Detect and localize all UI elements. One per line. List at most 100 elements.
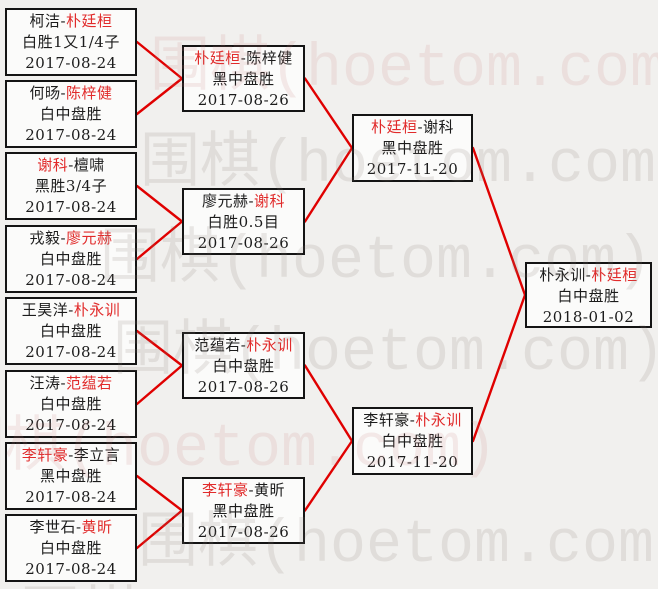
player-name-right: 范蕴若 <box>66 374 113 392</box>
match-result: 白中盘胜 <box>39 395 102 413</box>
match-players: 谢科-檀啸 <box>7 155 135 176</box>
player-name-left: 柯洁 <box>29 12 61 30</box>
match-players: 柯洁-朴廷桓 <box>7 11 135 32</box>
match-players: 李世石-黄昕 <box>7 517 135 538</box>
match-date: 2017-08-24 <box>25 560 117 578</box>
match-result: 黑中盘胜 <box>212 502 275 520</box>
connector-line <box>303 146 354 223</box>
player-name-right: 谢科 <box>423 118 455 136</box>
match-date: 2017-08-26 <box>197 234 290 252</box>
connector-line <box>303 364 354 443</box>
vs-dash: - <box>240 49 247 67</box>
match-date: 2017-08-24 <box>25 126 117 144</box>
vs-dash: - <box>248 192 255 210</box>
player-name-right: 朴永训 <box>246 336 293 354</box>
vs-dash: - <box>60 374 67 392</box>
connector-line <box>135 40 184 80</box>
match-date: 2017-08-26 <box>197 91 290 109</box>
vs-dash: - <box>75 518 82 536</box>
player-name-right: 黄昕 <box>254 481 286 499</box>
match-date: 2017-08-24 <box>25 488 117 506</box>
match-date: 2017-08-24 <box>25 416 117 434</box>
match-result: 黑胜3/4子 <box>34 177 108 195</box>
vs-dash: - <box>240 336 247 354</box>
vs-dash: - <box>60 12 67 30</box>
vs-dash: - <box>68 446 74 464</box>
connector-line <box>135 77 184 116</box>
player-name-right: 谢科 <box>254 192 286 210</box>
match-result: 白中盘胜 <box>39 322 102 340</box>
match-result: 黑中盘胜 <box>39 467 102 485</box>
match-players: 朴廷桓-陈梓健 <box>184 48 303 69</box>
match-players: 李轩豪-李立言 <box>7 445 135 466</box>
match-date: 2017-08-24 <box>25 54 117 72</box>
connector-line <box>135 220 184 261</box>
connector-line <box>135 184 184 223</box>
match-date: 2017-08-24 <box>25 343 117 361</box>
player-name-right: 檀啸 <box>73 156 105 174</box>
player-name-left: 李轩豪 <box>363 411 410 429</box>
player-name-right: 廖元赫 <box>66 229 113 247</box>
connector-line <box>471 146 527 297</box>
vs-dash: - <box>68 301 74 319</box>
player-name-left: 朴廷桓 <box>370 118 418 136</box>
match-players: 何旸-陈梓健 <box>7 83 135 104</box>
match-box: 何旸-陈梓健白中盘胜 2017-08-24 <box>5 80 137 148</box>
player-name-left: 范蕴若 <box>194 336 241 354</box>
player-name-left: 戎毅 <box>29 229 61 247</box>
match-result: 白中盘胜 <box>39 105 102 123</box>
vs-dash: - <box>60 229 67 247</box>
vs-dash: - <box>248 481 255 499</box>
match-date: 2018-01-02 <box>542 308 635 326</box>
match-date: 2017-08-24 <box>25 271 117 289</box>
match-players: 范蕴若-朴永训 <box>184 335 303 356</box>
player-name-right: 朴永训 <box>415 411 462 429</box>
match-players: 戎毅-廖元赫 <box>7 228 135 249</box>
player-name-left: 何旸 <box>29 84 61 102</box>
match-result: 黑中盘胜 <box>212 70 275 88</box>
player-name-left: 李轩豪 <box>201 481 249 499</box>
connector-line <box>135 329 184 367</box>
match-date: 2017-11-20 <box>366 160 459 178</box>
player-name-left: 李轩豪 <box>21 446 69 464</box>
connector-line <box>135 474 184 512</box>
vs-dash: - <box>417 118 424 136</box>
match-date: 2017-08-26 <box>197 378 290 396</box>
match-result: 白中盘胜 <box>381 432 444 450</box>
vs-dash: - <box>60 84 67 102</box>
player-name-right: 李立言 <box>73 446 121 464</box>
player-name-right: 朴廷桓 <box>66 12 113 30</box>
match-players: 朴廷桓-谢科 <box>354 117 471 138</box>
player-name-left: 汪涛 <box>29 374 61 392</box>
player-name-left: 朴廷桓 <box>194 49 241 67</box>
connector-line <box>303 439 354 512</box>
connector-line <box>135 509 184 550</box>
match-result: 白胜1又1/4子 <box>22 33 120 51</box>
connector-line <box>303 77 354 150</box>
match-players: 李轩豪-黄昕 <box>184 480 303 501</box>
match-result: 白中盘胜 <box>212 357 275 375</box>
player-name-right: 黄昕 <box>81 518 113 536</box>
match-result: 黑中盘胜 <box>381 139 444 157</box>
connector-line <box>135 364 184 406</box>
match-players: 王昊洋-朴永训 <box>7 300 135 321</box>
match-result: 白胜0.5目 <box>207 213 280 231</box>
vs-dash: - <box>585 266 592 284</box>
match-box: 廖元赫-谢科白胜0.5目 2017-08-26 <box>182 188 305 255</box>
match-players: 李轩豪-朴永训 <box>354 410 471 431</box>
player-name-left: 李世石 <box>29 518 76 536</box>
match-players: 汪涛-范蕴若 <box>7 373 135 394</box>
match-date: 2017-08-26 <box>197 523 290 541</box>
match-result: 白中盘胜 <box>39 539 102 557</box>
connector-line <box>471 293 527 443</box>
player-name-left: 廖元赫 <box>201 192 249 210</box>
match-players: 朴永训-朴廷桓 <box>527 265 650 286</box>
